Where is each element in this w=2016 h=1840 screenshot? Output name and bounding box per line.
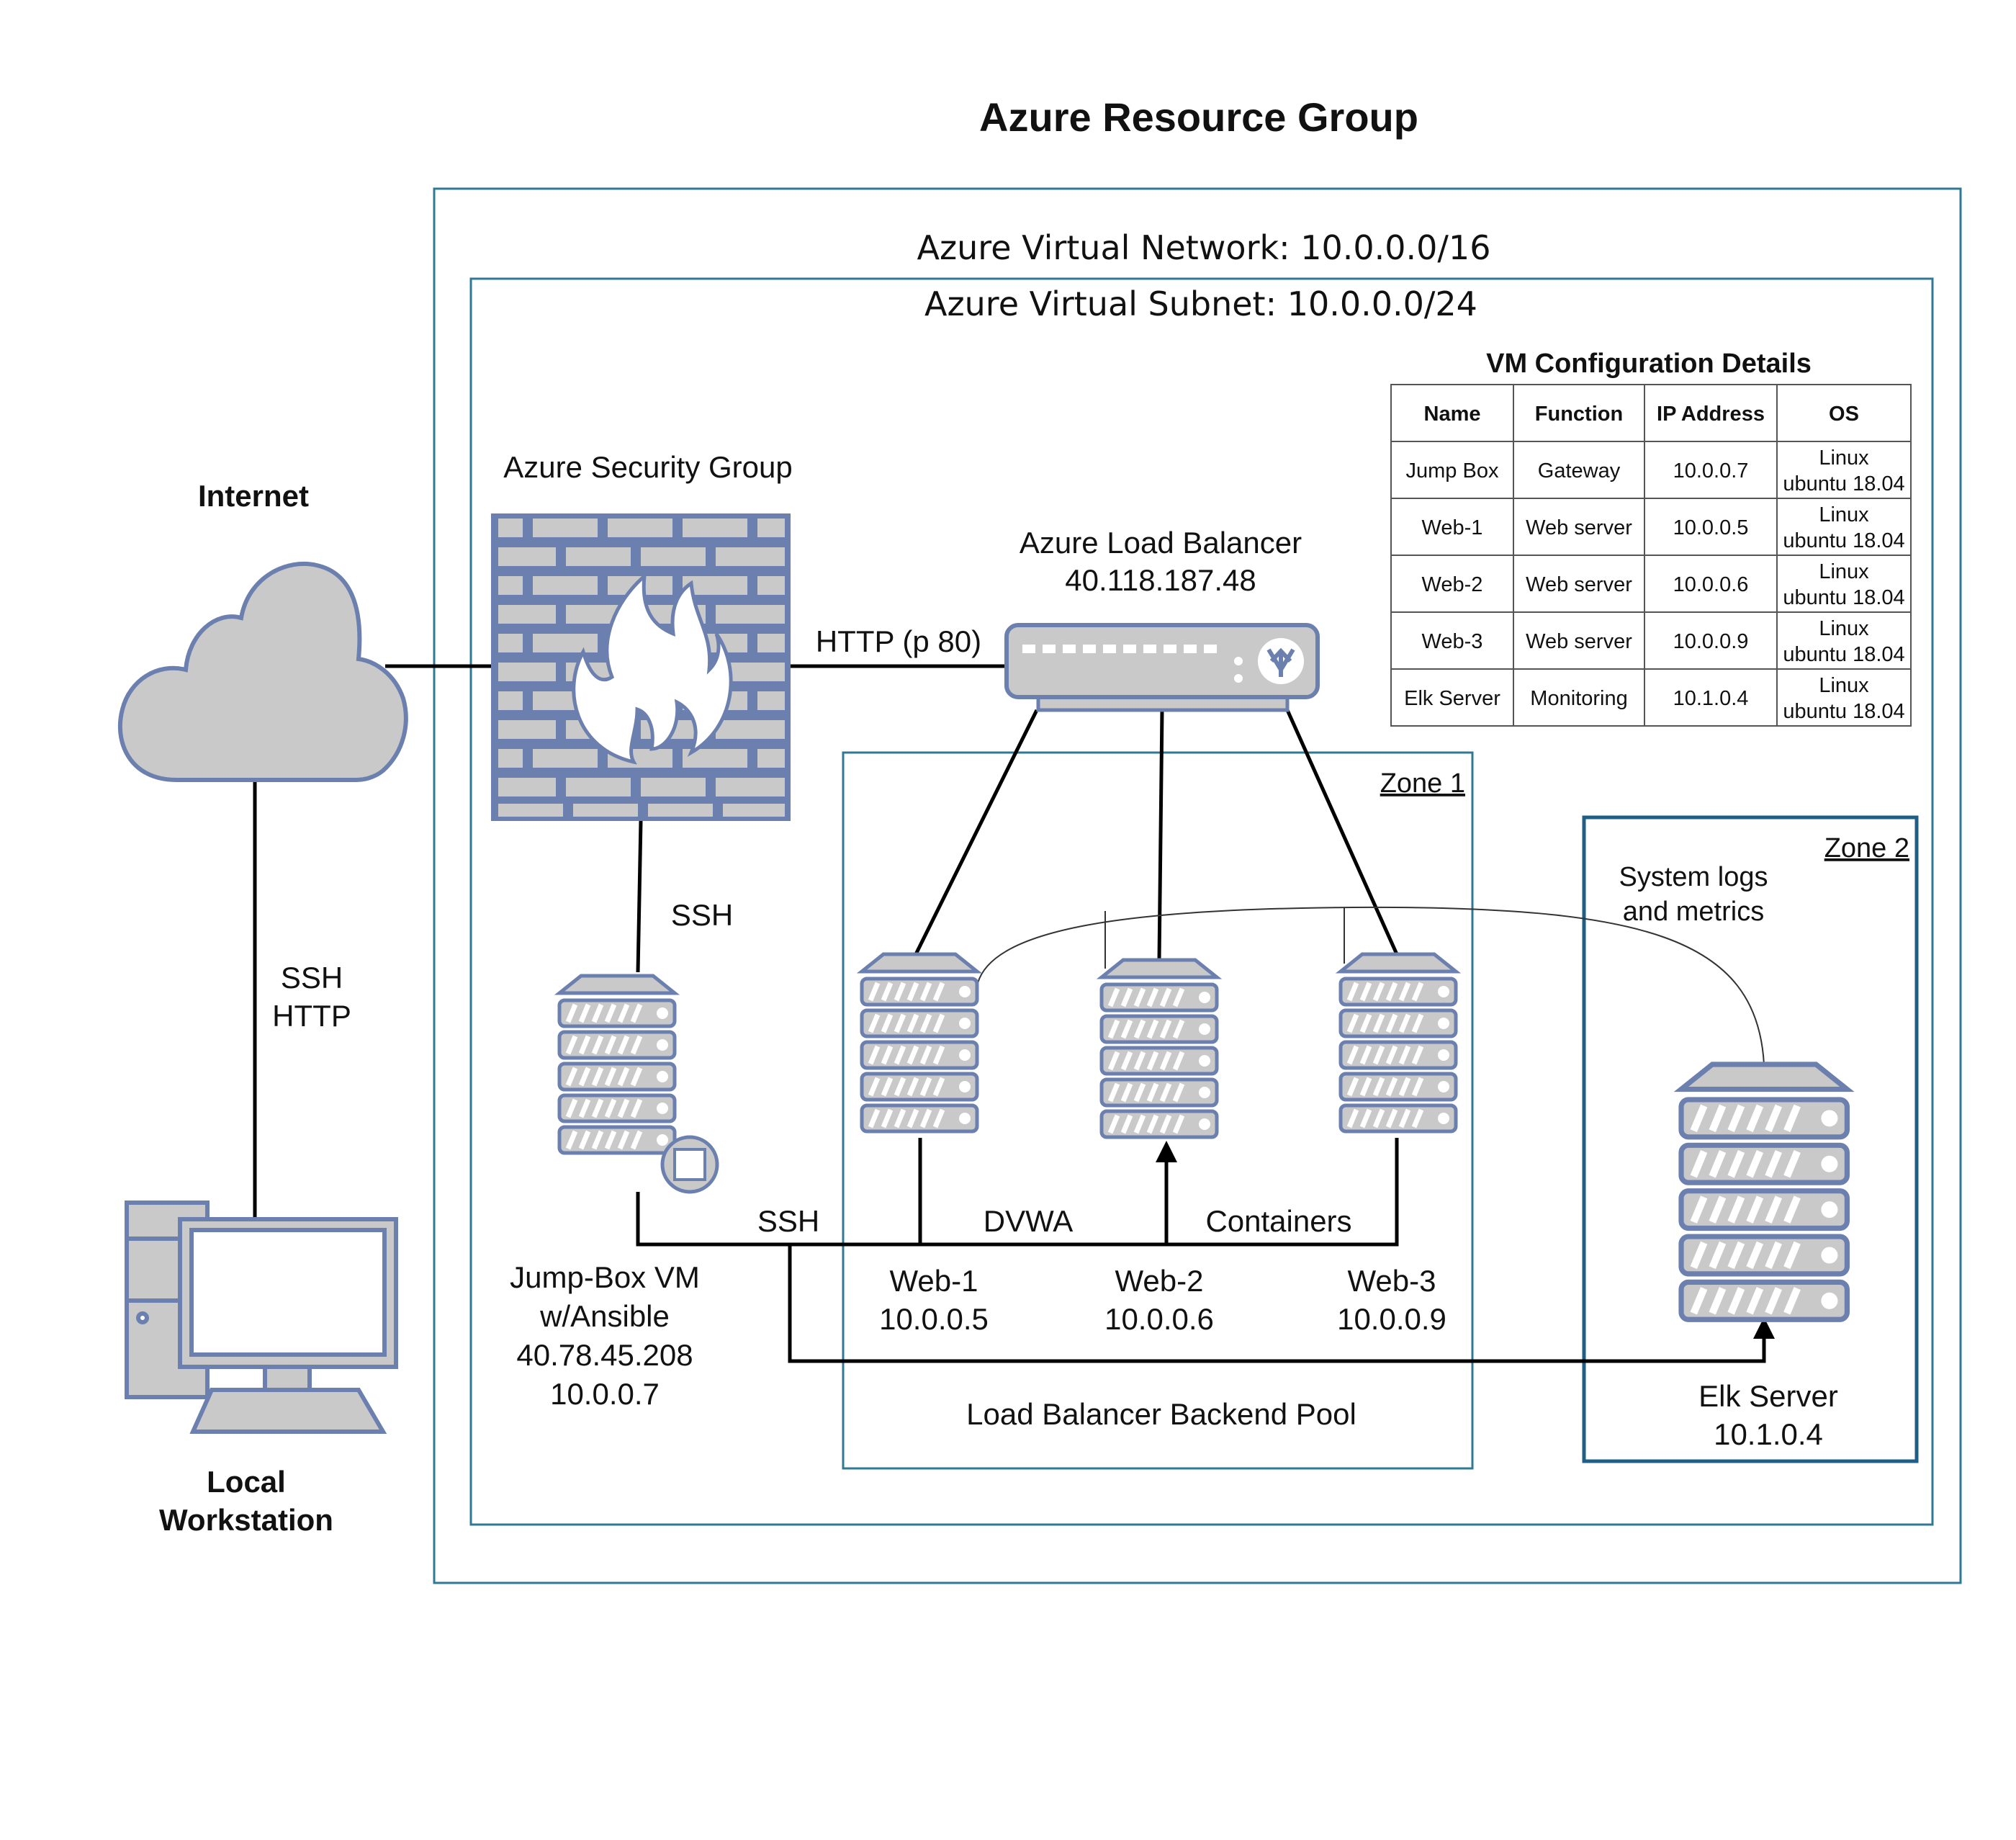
vm-table-cell: Web-1 <box>1422 516 1483 539</box>
metrics-label: and metrics <box>1623 897 1764 927</box>
resource-group-boundary <box>433 187 1962 1584</box>
vm-table-header: OS <box>1829 403 1859 426</box>
web1-name: Web-1 <box>890 1264 978 1298</box>
zone1-boundary <box>842 751 1474 1470</box>
web3-name: Web-3 <box>1348 1264 1436 1298</box>
vm-table-cell: 10.0.0.9 <box>1673 630 1749 653</box>
http-label-internet: HTTP <box>272 999 351 1033</box>
logs-connection <box>977 906 1765 1065</box>
vm-table-cell: Linux <box>1819 560 1869 583</box>
system-logs-label: System logs <box>1619 862 1768 892</box>
load-balancer-ip: 40.118.187.48 <box>1065 563 1256 597</box>
security-group-label: Azure Security Group <box>503 450 793 484</box>
vm-table-cell: Web-3 <box>1422 630 1483 653</box>
vm-table-cell: 10.0.0.5 <box>1673 516 1749 539</box>
virtual-network-label: Azure Virtual Network: 10.0.0.0/16 <box>917 228 1491 267</box>
vm-table-cell: Web-2 <box>1422 573 1483 596</box>
connection-lines <box>253 664 1775 1363</box>
diagram-title: Azure Resource Group <box>979 94 1418 140</box>
server-with-badge-icon <box>559 976 719 1194</box>
vm-table-title: VM Configuration Details <box>1486 349 1812 379</box>
vm-table-cell: Web server <box>1526 573 1632 596</box>
web2-name: Web-2 <box>1115 1264 1204 1298</box>
ssh-label-internet: SSH <box>281 961 343 995</box>
server-icon <box>1102 960 1217 1137</box>
ssh-label-bottom: SSH <box>757 1204 819 1238</box>
vm-table-cell: ubuntu 18.04 <box>1783 472 1904 495</box>
desktop-computer-icon <box>125 1201 398 1434</box>
dvwa-label: DVWA <box>984 1204 1073 1238</box>
vm-table-header: Name <box>1424 403 1481 426</box>
firewall-icon <box>491 513 791 821</box>
cloud-icon <box>117 561 408 782</box>
containers-label: Containers <box>1205 1204 1351 1238</box>
vm-table-cell: Gateway <box>1538 459 1621 483</box>
web1-ip: 10.0.0.5 <box>879 1302 989 1336</box>
vm-table-cell: 10.1.0.4 <box>1673 687 1749 710</box>
virtual-subnet-label: Azure Virtual Subnet: 10.0.0.0/24 <box>924 284 1477 323</box>
virtual-subnet-boundary <box>469 277 1934 1526</box>
jump-box-label-1: Jump-Box VM <box>510 1260 700 1294</box>
internet-label: Internet <box>198 479 309 513</box>
elk-name: Elk Server <box>1698 1379 1838 1413</box>
vm-table-cell: 10.0.0.6 <box>1673 573 1749 596</box>
http-port-label: HTTP (p 80) <box>816 624 981 658</box>
load-balancer-icon <box>1004 623 1320 712</box>
vm-table-cell: ubuntu 18.04 <box>1783 586 1904 609</box>
zone2-boundary <box>1582 815 1919 1463</box>
vm-table-cell: Jump Box <box>1406 459 1499 483</box>
vm-table-cell: Linux <box>1819 446 1869 470</box>
workstation-label-1: Local <box>207 1465 286 1499</box>
vm-table-cell: ubuntu 18.04 <box>1783 643 1904 666</box>
vm-table-cell: Linux <box>1819 617 1869 640</box>
jump-box-label-4: 10.0.0.7 <box>550 1377 660 1411</box>
web3-ip: 10.0.0.9 <box>1337 1302 1446 1336</box>
vm-table-cell: ubuntu 18.04 <box>1783 529 1904 552</box>
server-icon <box>862 954 977 1131</box>
vm-table-cell: Linux <box>1819 674 1869 697</box>
backend-pool-label: Load Balancer Backend Pool <box>966 1397 1356 1431</box>
vm-table-cell: Web server <box>1526 516 1632 539</box>
jump-box-label-3: 40.78.45.208 <box>516 1338 693 1372</box>
vm-table-cell: Web server <box>1526 630 1632 653</box>
server-icon <box>1341 954 1456 1131</box>
web2-ip: 10.0.0.6 <box>1104 1302 1214 1336</box>
vm-table-cell: Elk Server <box>1404 687 1500 710</box>
ssh-label-firewall: SSH <box>671 898 733 932</box>
jump-box-label-2: w/Ansible <box>539 1299 670 1333</box>
vm-table-cell: 10.0.0.7 <box>1673 459 1749 483</box>
vm-table-header: Function <box>1535 403 1623 426</box>
zone1-label: Zone 1 <box>1380 768 1465 799</box>
elk-ip: 10.1.0.4 <box>1714 1417 1823 1451</box>
vm-table-cell: Linux <box>1819 503 1869 526</box>
vm-table-cell: ubuntu 18.04 <box>1783 700 1904 723</box>
server-icon <box>1681 1064 1847 1319</box>
vm-table: Name Function IP Address OS Jump Box Gat… <box>1390 384 1912 727</box>
workstation-label-2: Workstation <box>159 1503 333 1537</box>
vm-table-header: IP Address <box>1657 403 1765 426</box>
zone2-label: Zone 2 <box>1824 833 1909 863</box>
vm-table-cell: Monitoring <box>1530 687 1627 710</box>
load-balancer-label: Azure Load Balancer <box>1020 526 1302 560</box>
